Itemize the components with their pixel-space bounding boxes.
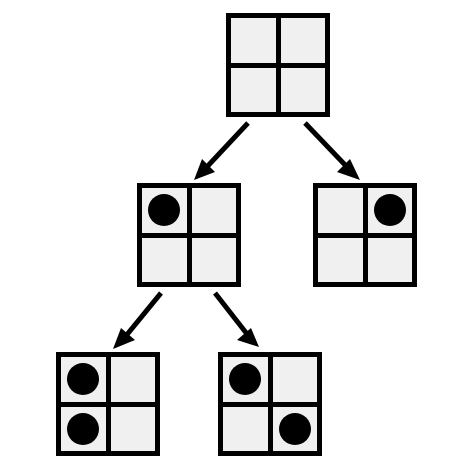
stone	[148, 194, 181, 227]
board-mid-left	[137, 183, 241, 287]
cell	[367, 237, 412, 282]
cell	[318, 188, 363, 233]
cell	[367, 188, 412, 233]
board-mid-right	[313, 183, 417, 287]
cell	[61, 357, 106, 402]
board-root	[226, 13, 330, 117]
stone	[373, 194, 406, 227]
cell	[280, 67, 325, 112]
arrowhead-mid-left-to-bottom-right	[237, 328, 259, 347]
arrowhead-root-to-mid-left	[194, 159, 215, 180]
cell	[272, 357, 317, 402]
board-bottom-right	[218, 352, 322, 456]
cell	[110, 357, 155, 402]
arrowhead-root-to-mid-right	[337, 159, 360, 180]
board-bottom-left	[56, 352, 160, 456]
stone	[229, 363, 262, 396]
arrowhead-mid-left-to-bottom-left	[113, 328, 135, 349]
stone	[67, 412, 100, 445]
cell	[110, 406, 155, 451]
cell	[191, 237, 236, 282]
cell	[231, 67, 276, 112]
cell	[142, 188, 187, 233]
arrow-mid-left-to-bottom-left	[123, 291, 163, 339]
arrow-mid-left-to-bottom-right	[213, 291, 249, 336]
cell	[318, 237, 363, 282]
stone	[67, 363, 100, 396]
cell	[61, 406, 106, 451]
cell	[280, 18, 325, 63]
cell	[191, 188, 236, 233]
cell	[272, 406, 317, 451]
arrow-root-to-mid-left	[202, 121, 250, 172]
cell	[223, 357, 268, 402]
cell	[231, 18, 276, 63]
cell	[142, 237, 187, 282]
stone	[278, 412, 311, 445]
cell	[223, 406, 268, 451]
arrow-root-to-mid-right	[303, 121, 350, 170]
